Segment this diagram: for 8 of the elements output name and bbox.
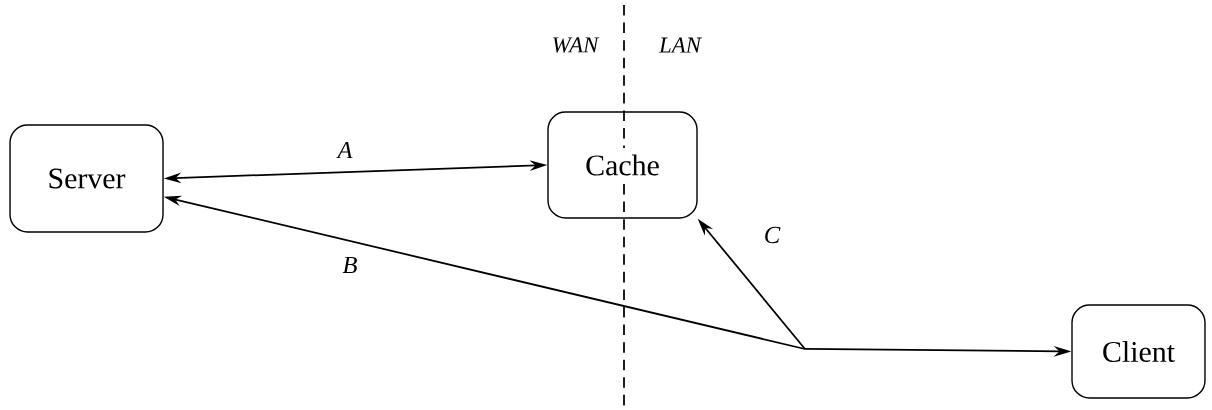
host-box: Client [1071,304,1206,399]
edge-label: B [339,253,362,277]
network-zone-label: LAN [658,37,702,53]
edge-label: C [760,223,784,247]
network-zone-label: WAN [553,37,600,53]
edge-label: A [334,138,357,162]
host-box: Server [9,124,164,233]
host-box: Cache [547,111,698,219]
